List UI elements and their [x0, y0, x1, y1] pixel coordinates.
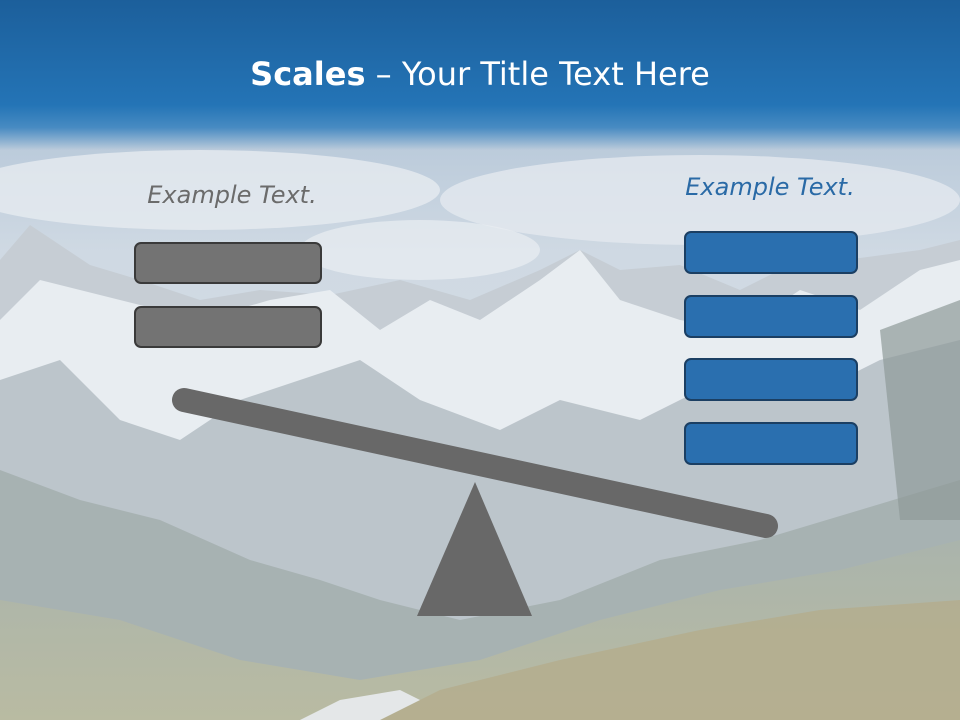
title-bar — [0, 0, 960, 150]
right-box-1 — [684, 231, 858, 274]
slide-title: Scales – Your Title Text Here — [0, 52, 960, 96]
left-box-1 — [134, 242, 322, 284]
scale-fulcrum — [417, 482, 532, 616]
right-example-text: Example Text. — [685, 173, 855, 201]
title-rest-part: – Your Title Text Here — [365, 55, 710, 93]
left-box-2 — [134, 306, 322, 348]
left-example-text: Example Text. — [147, 181, 317, 209]
scale-beam — [172, 388, 778, 538]
right-box-2 — [684, 295, 858, 338]
right-box-4 — [684, 422, 858, 465]
title-bold-part: Scales — [250, 55, 366, 93]
right-box-3 — [684, 358, 858, 401]
